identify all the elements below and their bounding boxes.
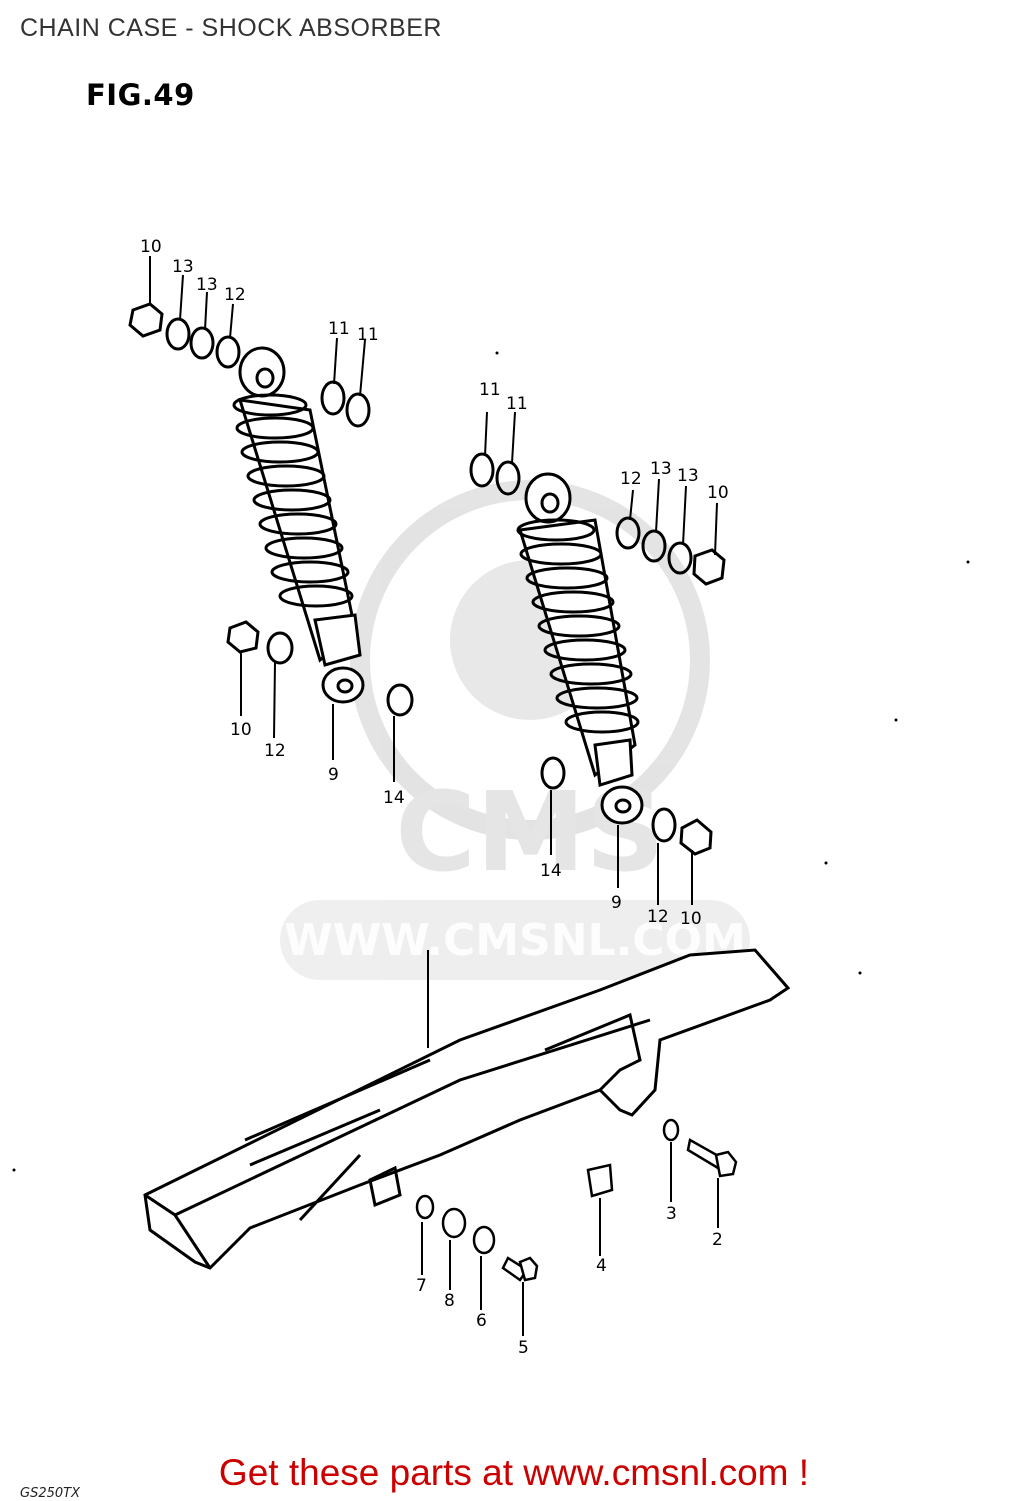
callout-14: 14 (540, 861, 562, 881)
callout-12: 12 (620, 469, 642, 489)
callout-2: 2 (712, 1230, 723, 1250)
model-code: GS250TX (20, 1486, 80, 1501)
callout-8: 8 (444, 1291, 455, 1311)
get-parts-link[interactable]: Get these parts at www.cmsnl.com ! (218, 1452, 810, 1493)
callout-10: 10 (680, 909, 702, 929)
part-callouts: 10 13 13 12 11 11 10 12 9 14 11 11 12 13… (140, 237, 729, 1358)
watermark-logo: CMS (280, 480, 750, 980)
right-shock-absorber (469, 411, 726, 905)
callout-5: 5 (518, 1338, 529, 1358)
callout-11: 11 (357, 325, 379, 345)
callout-14: 14 (383, 788, 405, 808)
left-shock-absorber (128, 256, 414, 782)
callout-10: 10 (140, 237, 162, 257)
callout-6: 6 (476, 1311, 487, 1331)
callout-12: 12 (264, 741, 286, 761)
callout-13: 13 (196, 275, 218, 295)
callout-11: 11 (479, 380, 501, 400)
callout-4: 4 (596, 1256, 607, 1276)
callout-7: 7 (416, 1276, 427, 1296)
watermark-url: WWW.CMSNL.COM (284, 915, 746, 966)
callout-13: 13 (172, 257, 194, 277)
callout-10: 10 (230, 720, 252, 740)
callout-9: 9 (611, 893, 622, 913)
callout-12: 12 (647, 907, 669, 927)
chain-case (143, 948, 791, 1270)
callout-3: 3 (666, 1204, 677, 1224)
callout-13: 13 (677, 466, 699, 486)
callout-11: 11 (506, 394, 528, 414)
callout-13: 13 (650, 459, 672, 479)
callout-11: 11 (328, 319, 350, 339)
callout-10: 10 (707, 483, 729, 503)
figure-label: FIG.49 (86, 78, 195, 112)
scan-dots (12, 351, 970, 1172)
page-title: CHAIN CASE - SHOCK ABSORBER (20, 14, 442, 42)
callout-9: 9 (328, 765, 339, 785)
callout-12: 12 (224, 285, 246, 305)
small-hardware (415, 1118, 738, 1336)
